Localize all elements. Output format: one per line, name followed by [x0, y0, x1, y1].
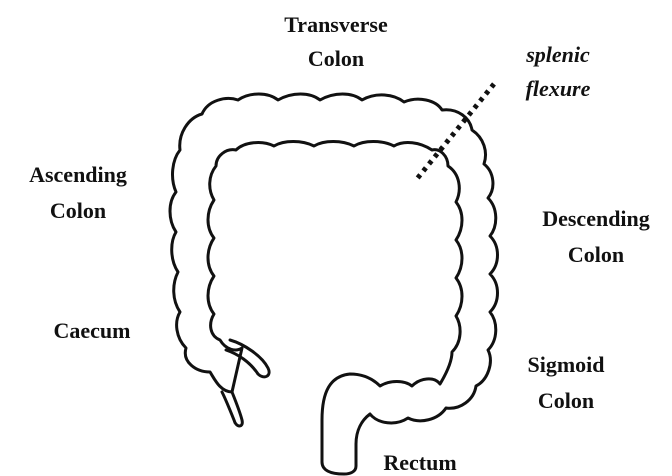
label-descending-line2: Colon — [568, 242, 624, 267]
label-transverse-line2: Colon — [308, 46, 364, 71]
label-transverse-line1: Transverse — [284, 12, 388, 37]
label-sigmoid-line2: Colon — [538, 388, 594, 413]
label-ascending-line2: Colon — [50, 198, 106, 223]
label-splenic-line1: splenic — [525, 42, 590, 67]
label-rectum: Rectum — [383, 450, 456, 475]
label-ascending-line1: Ascending — [29, 162, 127, 187]
appendix-tip — [222, 392, 242, 426]
splenic-flexure-marker — [416, 84, 494, 180]
label-sigmoid-line1: Sigmoid — [527, 352, 604, 377]
label-splenic-line2: flexure — [526, 76, 591, 101]
label-descending-line1: Descending — [542, 206, 650, 231]
label-caecum: Caecum — [54, 318, 131, 343]
appendix — [226, 340, 269, 377]
colon-outer-wall — [170, 94, 498, 474]
